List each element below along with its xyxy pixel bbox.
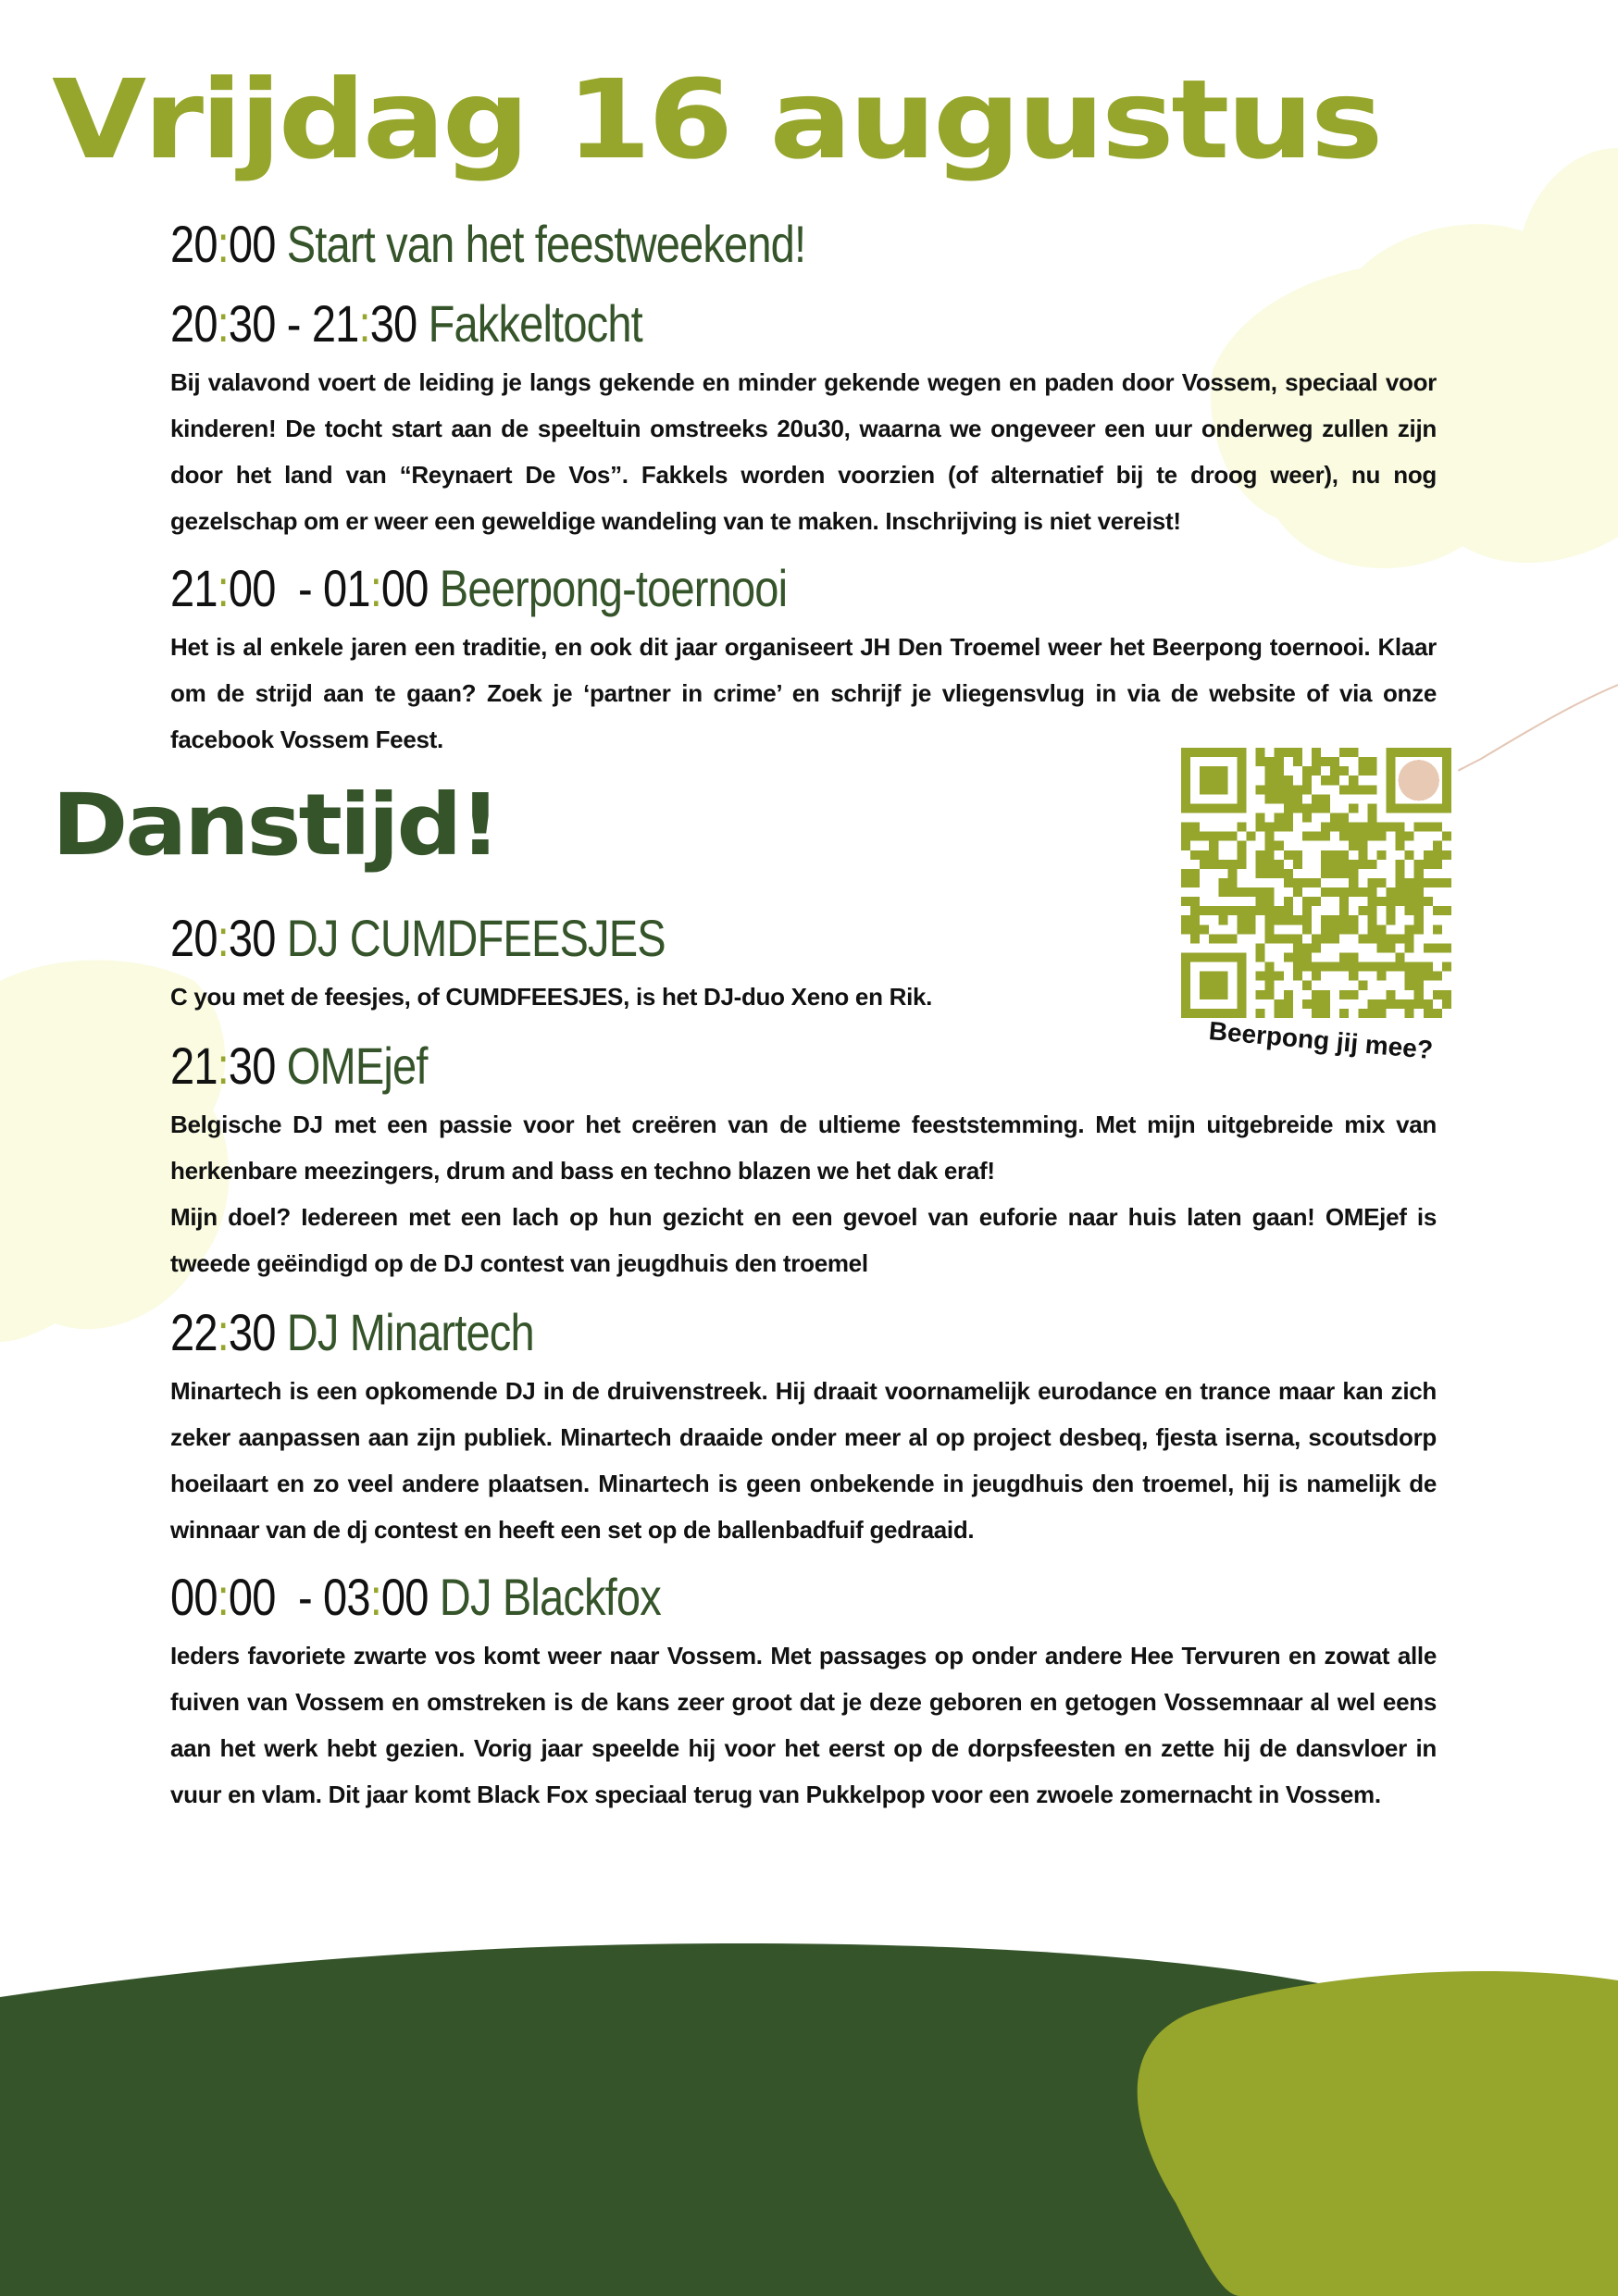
description-paragraph: Het is al enkele jaren een traditie, en … — [170, 633, 1437, 753]
event-description: Het is al enkele jaren een traditie, en … — [170, 624, 1437, 763]
event-description: Belgische DJ met een passie voor het cre… — [170, 1101, 1437, 1286]
start-time: 20:30 — [170, 909, 276, 967]
curve-line — [1458, 684, 1618, 772]
description-paragraph: C you met de feesjes, of CUMDFEESJES, is… — [170, 983, 933, 1011]
event-dj-blackfox: 00:00 - 03:00 DJ Blackfox Ieders favorie… — [170, 1568, 1437, 1818]
event-description: Ieders favoriete zwarte vos komt weer na… — [170, 1632, 1437, 1818]
start-time: 21:30 — [170, 1036, 276, 1095]
start-time: 20:30 — [170, 294, 276, 353]
start-time: 20:00 — [170, 215, 276, 273]
event-title: 22:30 DJ Minartech — [170, 1303, 1234, 1362]
event-name: DJ Minartech — [286, 1303, 535, 1361]
event-name: Fakkeltocht — [428, 294, 643, 353]
event-name: OMEjef — [286, 1036, 429, 1095]
event-fakkeltocht: 20:30 - 21:30 Fakkeltocht Bij valavond v… — [170, 294, 1437, 544]
event-description: C you met de feesjes, of CUMDFEESJES, is… — [170, 974, 1161, 1020]
event-description: Minartech is een opkomende DJ in de drui… — [170, 1368, 1437, 1553]
description-paragraph: Minartech is een opkomende DJ in de drui… — [170, 1377, 1437, 1544]
end-time: 21:30 — [311, 294, 417, 353]
olive-green-hill — [1137, 1971, 1618, 2296]
event-title: 20:00 Start van het feestweekend! — [170, 215, 1234, 274]
event-title: 20:30 - 21:30 Fakkeltocht — [170, 294, 643, 353]
event-name: DJ Blackfox — [439, 1568, 662, 1626]
description-paragraph: Belgische DJ met een passie voor het cre… — [170, 1111, 1437, 1185]
event-name: Start van het feestweekend! — [286, 215, 806, 273]
section-title: Danstijd! — [52, 776, 502, 875]
start-time: 00:00 — [170, 1568, 276, 1626]
page-title: Vrijdag 16 augustus — [52, 56, 1383, 183]
event-omejef: 21:30 OMEjef Belgische DJ met een passie… — [170, 1036, 1437, 1286]
event-dj-cumdfeesjes: 20:30 DJ CUMDFEESJES C you met de feesje… — [170, 909, 1161, 1020]
event-title: 21:30 OMEjef — [170, 1036, 1234, 1096]
pale-blob-top-right — [1211, 148, 1618, 568]
end-time: 03:00 — [323, 1568, 429, 1626]
description-paragraph: Ieders favoriete zwarte vos komt weer na… — [170, 1642, 1437, 1808]
event-description: Bij valavond voert de leiding je langs g… — [170, 359, 1437, 544]
event-title: 20:30 DJ CUMDFEESJES — [170, 909, 1002, 968]
event-title: 00:00 - 03:00 DJ Blackfox — [170, 1568, 662, 1626]
description-paragraph: Mijn doel? Iedereen met een lach op hun … — [170, 1203, 1437, 1277]
start-time: 22:30 — [170, 1303, 276, 1361]
description-paragraph: Bij valavond voert de leiding je langs g… — [170, 368, 1437, 535]
event-title: 21:00 - 01:00 Beerpong-toernooi — [170, 559, 788, 617]
event-name: DJ CUMDFEESJES — [286, 909, 666, 967]
event-beerpong: 21:00 - 01:00 Beerpong-toernooi Het is a… — [170, 559, 1437, 763]
pale-blob-left — [0, 960, 230, 1342]
qr-code-icon[interactable] — [1181, 748, 1451, 1018]
event-start-feestweekend: 20:00 Start van het feestweekend! — [170, 215, 1437, 274]
event-dj-minartech: 22:30 DJ Minartech Minartech is een opko… — [170, 1303, 1437, 1553]
end-time: 01:00 — [323, 559, 429, 617]
event-name: Beerpong-toernooi — [439, 559, 788, 617]
start-time: 21:00 — [170, 559, 276, 617]
